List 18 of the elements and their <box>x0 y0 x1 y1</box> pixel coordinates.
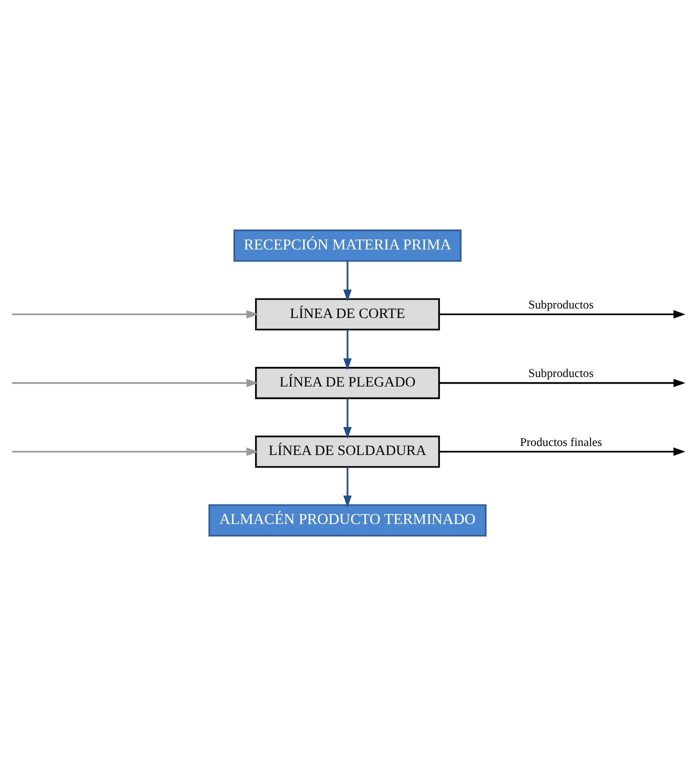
arrow <box>343 260 352 302</box>
arrow <box>439 378 686 387</box>
arrow <box>12 378 258 387</box>
arrow <box>343 398 352 438</box>
edge-label: Subproductos <box>528 297 594 312</box>
arrow <box>343 466 352 508</box>
node-box: LÍNEA DE PLEGADO <box>255 366 440 399</box>
arrow <box>439 447 686 456</box>
edge-label: Subproductos <box>528 366 594 380</box>
node-box: RECEPCIÓN MATERIA PRIMA <box>233 229 462 262</box>
arrow <box>12 310 258 318</box>
node-box: ALMACÉN PRODUCTO TERMINADO <box>208 504 487 536</box>
arrow <box>439 310 686 318</box>
node-box: LÍNEA DE SOLDADURA <box>255 435 440 468</box>
arrow <box>343 329 352 370</box>
arrow <box>12 447 258 456</box>
edge-label: Productos finales <box>520 434 602 448</box>
node-box: LÍNEA DE CORTE <box>255 298 440 330</box>
